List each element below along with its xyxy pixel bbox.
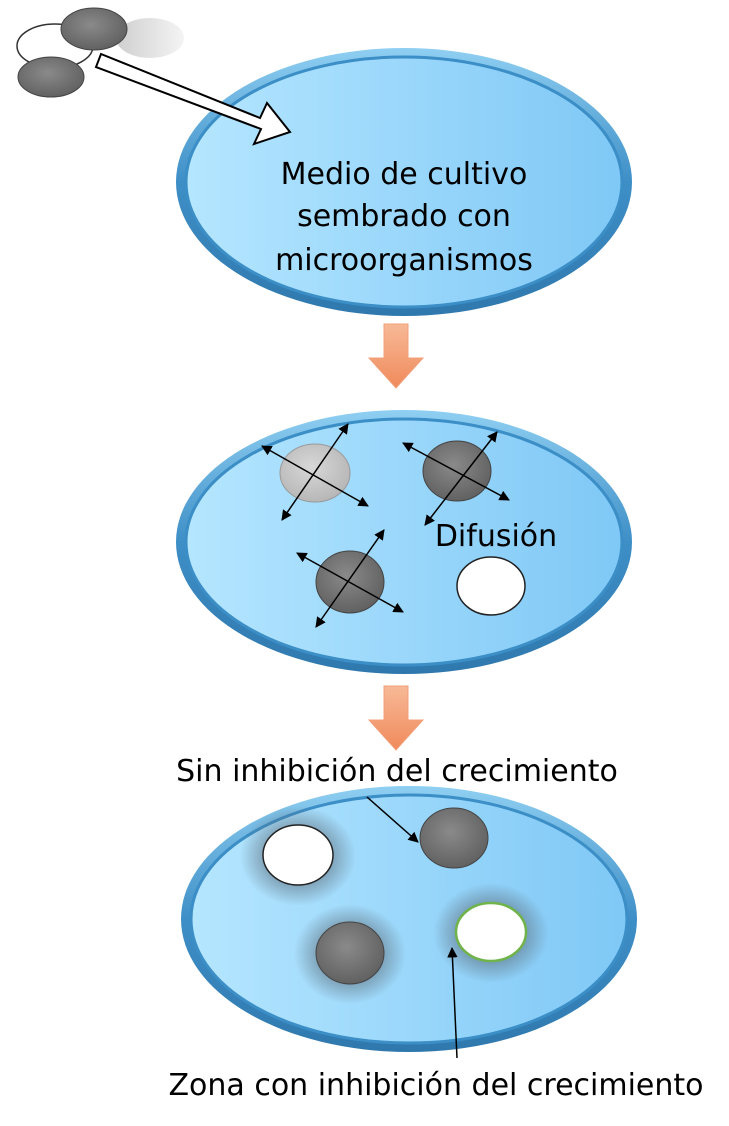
disk-dark — [315, 921, 385, 985]
crossed-double-arrow-icon — [424, 431, 498, 526]
plate1-label-line1: Medio de cultivo — [281, 157, 528, 192]
source-disks — [16, 7, 184, 98]
disk-white — [456, 556, 526, 616]
disk-dark — [422, 440, 492, 502]
thin-pointer-arrow-icon — [366, 796, 419, 843]
source-disk-fading — [116, 18, 184, 58]
plate1-label-line2: sembrado con — [297, 199, 511, 234]
disk-white-green-ring — [454, 901, 528, 963]
crossed-double-arrow-icon — [315, 529, 385, 628]
block-arrow-icon — [94, 52, 292, 146]
inhibition-zone-label: Zona con inhibición del crecimiento — [168, 1068, 703, 1103]
plate-diffusion — [176, 410, 632, 674]
plate-seeded — [176, 48, 632, 316]
disk-white — [262, 824, 334, 886]
plate1-label-line3: microorganismos — [275, 243, 533, 278]
source-disk-dark-bottom — [17, 56, 85, 98]
plate-result — [181, 786, 637, 1052]
diffusion-label: Difusión — [435, 519, 557, 554]
crossed-double-arrow-icon — [281, 423, 349, 521]
diffusion-arrows — [261, 423, 510, 628]
down-arrow-icon — [367, 323, 425, 389]
source-disk-dark-top — [60, 7, 128, 51]
no-inhibition-label: Sin inhibición del crecimiento — [176, 754, 618, 789]
thin-pointer-arrow-icon — [447, 946, 458, 1059]
disk-dark — [419, 807, 489, 869]
down-arrow-icon — [367, 685, 425, 751]
